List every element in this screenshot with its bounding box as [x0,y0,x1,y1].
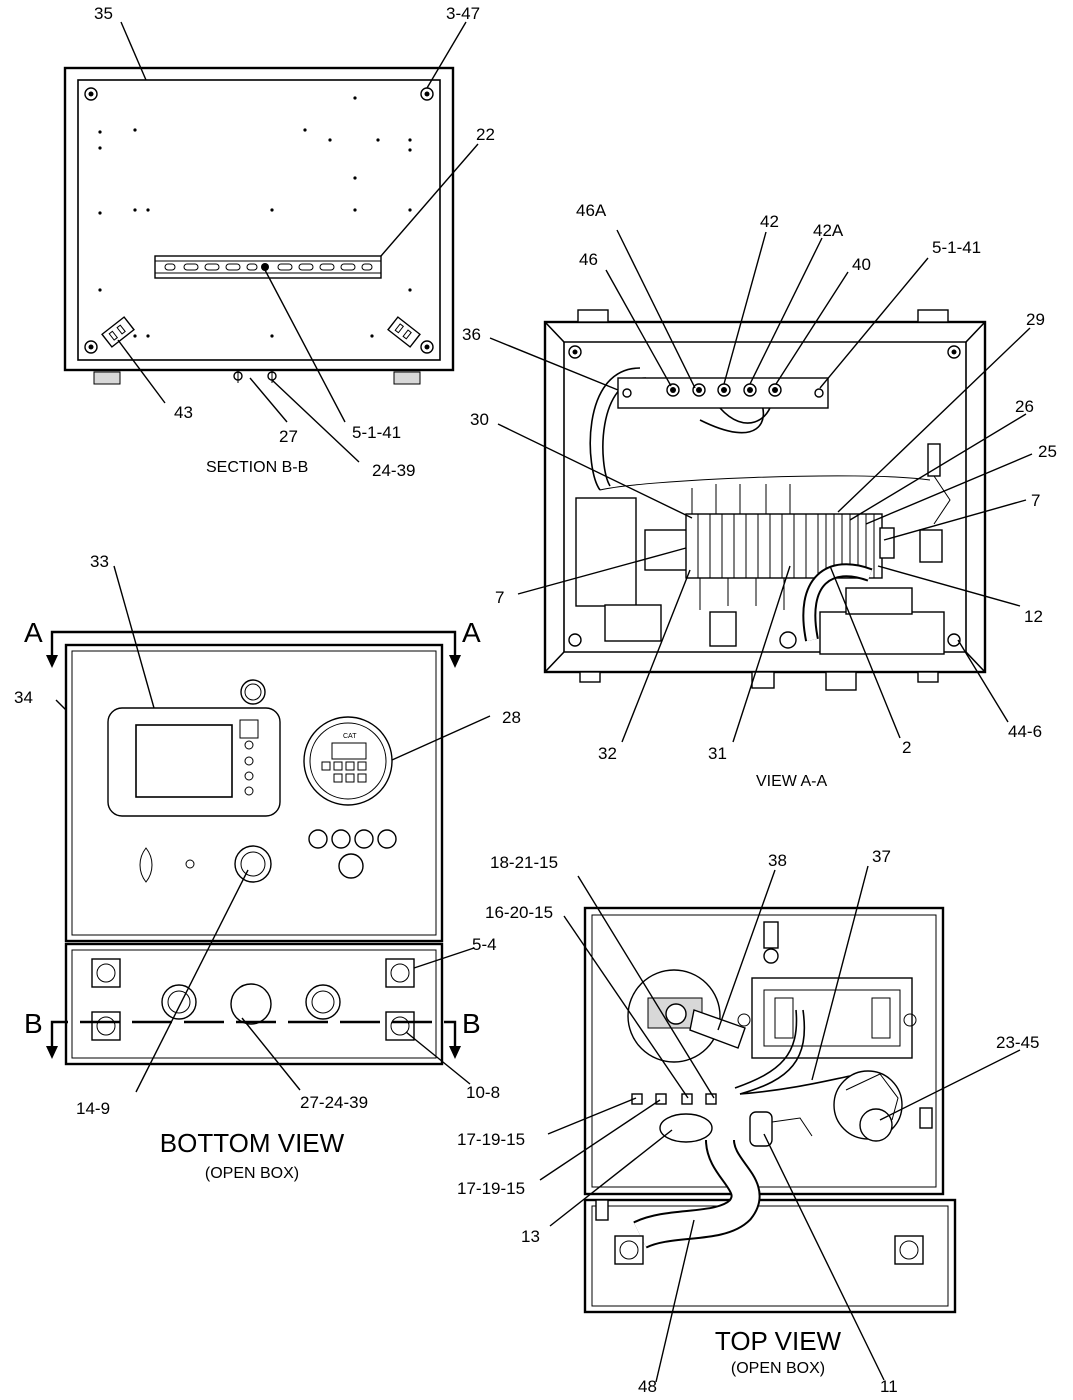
callout-16-20-15: 16-20-15 [485,903,553,922]
callout-32: 32 [598,744,617,763]
bottom-view: CAT A A B B [24,617,481,1066]
callout-48: 48 [638,1377,657,1396]
leader-lines [55,21,1033,1383]
callout-23-45: 23-45 [996,1033,1039,1052]
callout-12: 12 [1024,607,1043,626]
callout-11: 11 [880,1377,898,1396]
callout-17-19-15-a: 17-19-15 [457,1130,525,1149]
hmi-display [107,707,281,817]
callout-7-left: 7 [495,588,504,607]
callout-5-1-41-view: 5-1-41 [932,238,981,257]
controller [303,716,393,806]
callout-29: 29 [1026,310,1045,329]
callout-3-47: 3-47 [446,4,480,23]
callout-42: 42 [760,212,779,231]
callout-33: 33 [90,552,109,571]
section-b-b-enclosure [63,66,455,372]
callout-40: 40 [852,255,871,274]
callout-24-39: 24-39 [372,461,415,480]
section-b-right-label: B [462,1008,481,1039]
callout-26: 26 [1015,397,1034,416]
bottom-strip [64,942,444,1066]
callout-46: 46 [579,250,598,269]
top-view [583,906,957,1314]
section-b-b-view [63,66,455,385]
section-b-left-label: B [24,1008,43,1039]
callout-22: 22 [476,125,495,144]
callout-28: 28 [502,708,521,727]
callout-34: 34 [14,688,33,707]
callout-44-6: 44-6 [1008,722,1042,741]
callout-25: 25 [1038,442,1057,461]
callout-18-21-15: 18-21-15 [490,853,558,872]
callout-14-9: 14-9 [76,1099,110,1118]
callout-27: 27 [279,427,298,446]
callout-13: 13 [521,1227,540,1246]
controller-logo: CAT [343,733,357,740]
view-a-a-title: VIEW A-A [756,773,827,790]
view-a-a [543,309,987,691]
callout-31: 31 [708,744,727,763]
callout-35: 35 [94,4,113,23]
callouts: 35 3-47 22 43 27 5-1-41 24-39 46A 46 42 … [14,4,1057,1396]
callout-5-1-41-section: 5-1-41 [352,423,401,442]
callout-38: 38 [768,851,787,870]
section-a-right-label: A [462,617,481,648]
callout-2: 2 [902,738,911,757]
callout-7-right: 7 [1031,491,1040,510]
callout-27-24-39: 27-24-39 [300,1093,368,1112]
callout-42A: 42A [813,221,844,240]
bottom-view-title: BOTTOM VIEW [160,1128,345,1158]
callout-43: 43 [174,403,193,422]
callout-30: 30 [470,410,489,429]
callout-46A: 46A [576,201,607,220]
callout-17-19-15-b: 17-19-15 [457,1179,525,1198]
callout-5-4: 5-4 [472,935,497,954]
callout-37: 37 [872,847,891,866]
callout-10-8: 10-8 [466,1083,500,1102]
bottom-view-subtitle: (OPEN BOX) [205,1165,299,1182]
door-panel [64,643,444,943]
top-view-panel [583,906,945,1196]
section-b-b-title: SECTION B-B [206,459,308,476]
top-view-subtitle: (OPEN BOX) [731,1360,825,1377]
top-view-title: TOP VIEW [715,1326,842,1356]
callout-36: 36 [462,325,481,344]
section-a-left-label: A [24,617,43,648]
